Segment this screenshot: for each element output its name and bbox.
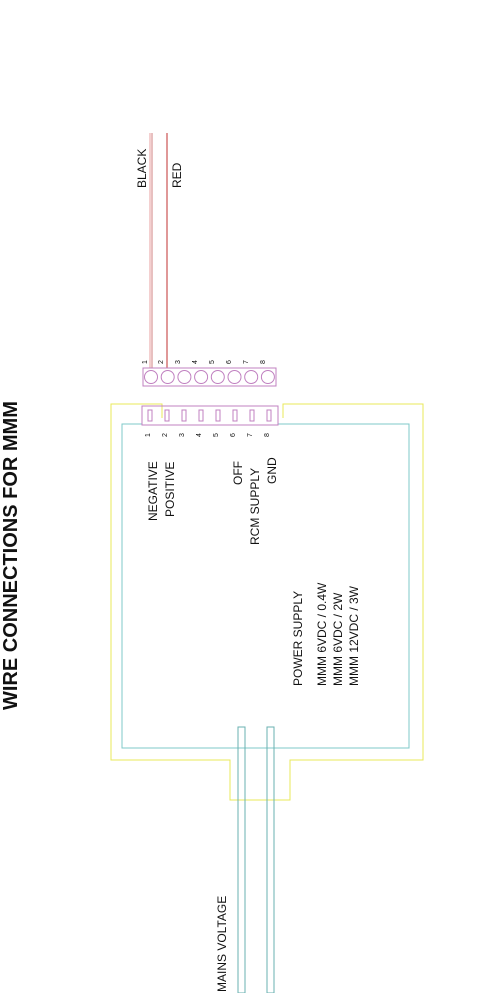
upper-pin-number: 6 xyxy=(226,360,233,364)
socket-hole xyxy=(145,371,158,384)
header-pin xyxy=(250,410,254,421)
lower-pin-number: 6 xyxy=(230,433,237,437)
header-pin xyxy=(233,410,237,421)
pin-label-rcm-supply: RCM SUPPLY xyxy=(248,468,262,545)
lower-pin-number: 7 xyxy=(247,433,254,437)
pin-label-off: OFF xyxy=(231,461,245,485)
upper-pin-number: 3 xyxy=(175,360,182,364)
socket-hole xyxy=(245,371,258,384)
upper-pin-number: 4 xyxy=(192,360,199,364)
pin-label-negative: NEGATIVE xyxy=(146,461,160,521)
lower-pin-number: 1 xyxy=(145,433,152,437)
power-supply-spec-3: MMM 12VDC / 3W xyxy=(347,585,361,686)
lower-connector-pins xyxy=(148,410,271,421)
header-pin xyxy=(148,410,152,421)
black-wire-label: BLACK xyxy=(135,149,149,188)
socket-hole xyxy=(195,371,208,384)
header-pin xyxy=(199,410,203,421)
header-pin xyxy=(216,410,220,421)
socket-hole xyxy=(211,371,224,384)
upper-pin-number: 5 xyxy=(209,360,216,364)
upper-pin-number: 7 xyxy=(243,360,250,364)
socket-hole xyxy=(161,371,174,384)
power-supply-spec-1: MMM 6VDC / 0.4W xyxy=(315,582,329,686)
socket-hole xyxy=(228,371,241,384)
upper-pin-number: 8 xyxy=(260,360,267,364)
upper-connector-holes xyxy=(145,371,275,384)
lower-pin-number: 3 xyxy=(179,433,186,437)
upper-connector-housing xyxy=(143,368,276,386)
pin-label-gnd: GND xyxy=(265,457,279,484)
upper-pin-numbers: 1 2 3 4 5 6 7 8 xyxy=(142,360,267,364)
socket-hole xyxy=(261,371,274,384)
mains-wire-2 xyxy=(267,727,274,993)
lower-pin-number: 2 xyxy=(162,433,169,437)
lower-pin-numbers: 1 2 3 4 5 6 7 8 xyxy=(145,433,271,437)
power-supply-title: POWER SUPPLY xyxy=(291,591,305,686)
lower-pin-number: 4 xyxy=(196,433,203,437)
header-pin xyxy=(182,410,186,421)
power-supply-spec-2: MMM 6VDC / 2W xyxy=(331,592,345,686)
lower-pin-number: 8 xyxy=(264,433,271,437)
upper-pin-number: 2 xyxy=(158,360,165,364)
socket-hole xyxy=(178,371,191,384)
red-wire-label: RED xyxy=(170,162,184,188)
header-pin xyxy=(267,410,271,421)
upper-pin-number: 1 xyxy=(142,360,149,364)
mains-wire-1 xyxy=(238,727,245,993)
mains-voltage-label: MAINS VOLTAGE xyxy=(215,896,229,992)
pin-label-positive: POSITIVE xyxy=(163,462,177,517)
diagram-title: WIRE CONNECTIONS FOR MMM xyxy=(0,401,22,710)
lower-pin-number: 5 xyxy=(213,433,220,437)
header-pin xyxy=(165,410,169,421)
